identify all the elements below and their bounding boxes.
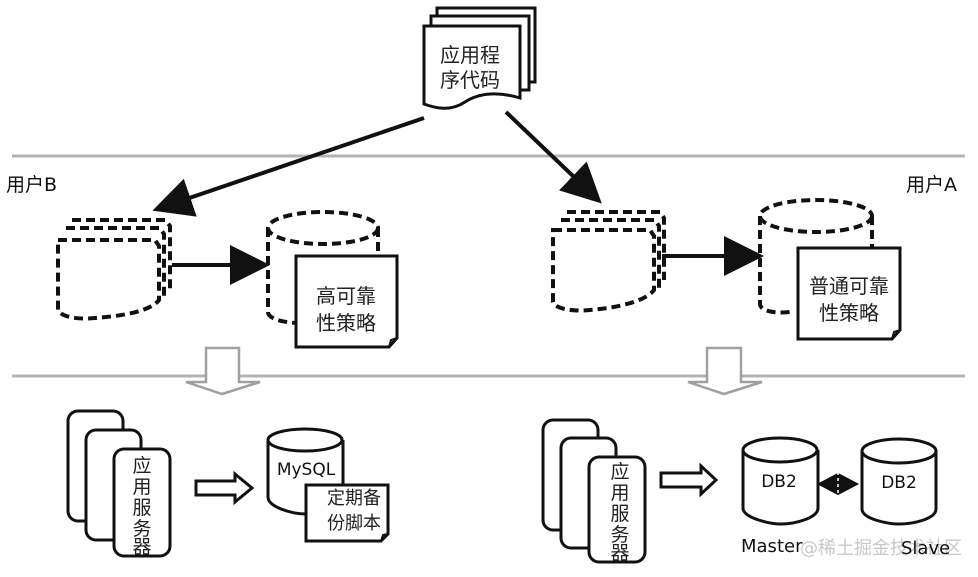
master-db2-database: DB2	[741, 436, 820, 526]
user-b-app-server-char: 务	[132, 518, 151, 540]
arrow-source-to-user-b	[152, 116, 425, 217]
hollow-right-arrow-user-b	[194, 470, 255, 506]
user-b-dashed-server	[56, 218, 172, 321]
source-label-line2: 序代码	[440, 68, 500, 92]
user-a-label: 用户A	[906, 174, 957, 196]
arrow-source-to-user-a	[504, 110, 602, 204]
user-b-app-server-stack	[66, 409, 172, 558]
master-db2-label: DB2	[761, 472, 797, 492]
watermark: @稀土掘金技术社区	[800, 538, 962, 559]
hollow-down-arrow-user-a	[687, 346, 763, 396]
backup-script-line2: 份脚本	[327, 513, 381, 534]
user-b-app-server-char: 用	[132, 476, 151, 498]
user-b-app-server-char: 器	[132, 536, 151, 558]
hollow-down-arrow-user-b	[185, 346, 261, 396]
slave-db2-database: DB2	[860, 437, 938, 526]
user-a-app-server-char: 用	[610, 482, 629, 504]
user-b-policy-line2: 性策略	[316, 311, 376, 335]
user-b-app-server-char: 应	[132, 455, 151, 477]
user-a-dashed-database	[758, 198, 874, 315]
user-a-dashed-server	[551, 210, 666, 313]
user-a-app-server-char: 器	[610, 542, 629, 564]
user-a-app-server-label: 应 用 服 务 器	[610, 461, 629, 564]
source-label-line1: 应用程	[440, 43, 500, 67]
user-b-label: 用户B	[6, 174, 57, 196]
user-a-policy-line2: 性策略	[819, 301, 879, 325]
mysql-label: MySQL	[277, 460, 336, 480]
user-b-app-server-char: 服	[132, 497, 151, 519]
slave-db2-label: DB2	[881, 473, 917, 493]
user-b-policy-note: 高可靠 性策略	[294, 254, 399, 349]
user-a-app-server-char: 务	[610, 524, 629, 546]
user-a-policy-line1: 普通可靠	[809, 274, 889, 298]
source-code-document-stack: 应用程 序代码	[422, 6, 537, 110]
backup-script-note: 定期备 份脚本	[304, 483, 390, 543]
user-b-app-server-label: 应 用 服 务 器	[132, 455, 151, 558]
master-caption: Master	[741, 536, 803, 557]
user-b-dashed-database	[266, 210, 380, 325]
backup-script-line1: 定期备	[327, 488, 381, 509]
user-a-app-server-char: 应	[610, 461, 629, 483]
slave-caption: Slave	[901, 538, 950, 559]
user-a-policy-note: 普通可靠 性策略	[796, 246, 902, 341]
user-a-app-server-char: 服	[610, 503, 629, 525]
user-a-app-server-stack	[541, 418, 647, 564]
hollow-right-arrow-user-a	[659, 462, 719, 498]
user-b-policy-line1: 高可靠	[316, 284, 376, 308]
